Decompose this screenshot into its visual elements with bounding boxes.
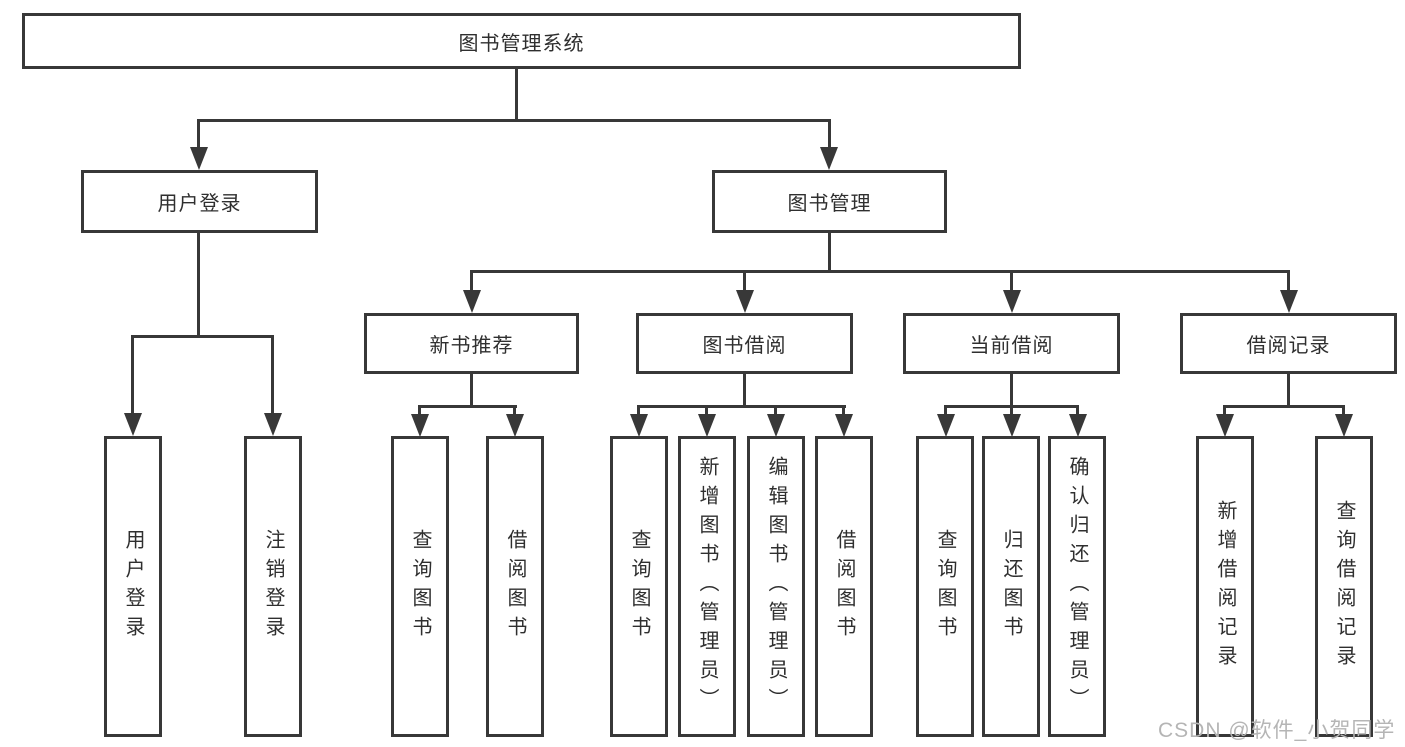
arrow-down-icon [698,414,716,437]
connector-section3-bracket [944,405,1079,408]
node-label: 当前借阅 [969,335,1054,357]
connector-arrow-shaft [828,121,831,148]
leaf-edit-books-admin: 编辑图书（管理员） [747,436,805,737]
leaf-query-books-recommend: 查询图书 [391,436,449,737]
connector-book-stem [828,233,831,272]
connector-arrow-shaft [513,407,516,416]
arrow-down-icon [1003,290,1021,313]
connector-arrow-shaft [1010,272,1013,292]
leaf-label: 查询图书 [409,528,431,645]
csdn-watermark: CSDN @软件_小贺同学 [1158,719,1396,742]
connector-arrow-shaft [705,407,708,416]
arrow-down-icon [820,147,838,170]
connector-arrow-shaft [1223,407,1226,416]
connector-arrow-shaft [944,407,947,416]
connector-root-stem [515,69,518,119]
connector-arrow-shaft [418,407,421,416]
node-library-management-system: 图书管理系统 [22,13,1021,69]
connector-book-bracket [470,270,1290,273]
node-label: 图书管理 [787,193,872,215]
node-label: 图书借阅 [702,335,787,357]
connector-arrow-shaft [197,121,200,148]
node-label: 用户登录 [157,193,242,215]
arrow-down-icon [264,413,282,436]
connector-arrow-shaft [1342,407,1345,416]
connector-section1-bracket [418,405,517,408]
node-label: 借阅记录 [1246,335,1331,357]
connector-section2-stem [743,374,746,407]
arrow-down-icon [190,147,208,170]
node-book-management-branch: 图书管理 [712,170,947,233]
connector-arrow-shaft [271,337,274,414]
leaf-label: 查询借阅记录 [1333,499,1355,674]
leaf-logout: 注销登录 [244,436,302,737]
node-new-book-recommend: 新书推荐 [364,313,579,374]
leaf-label: 查询图书 [934,528,956,645]
leaf-user-login: 用户登录 [104,436,162,737]
leaf-label: 用户登录 [122,528,144,645]
connector-section3-stem [1010,374,1013,407]
leaf-label: 新增图书（管理员） [696,456,718,717]
arrow-down-icon [463,290,481,313]
arrow-down-icon [1335,414,1353,437]
arrow-down-icon [411,414,429,437]
node-label: 图书管理系统 [458,32,585,55]
arrow-down-icon [835,414,853,437]
connector-section4-stem [1287,374,1290,407]
node-current-borrowing: 当前借阅 [903,313,1120,374]
arrow-down-icon [736,290,754,313]
leaf-query-books-borrowing: 查询图书 [610,436,668,737]
connector-section4-bracket [1223,405,1345,408]
leaf-label: 确认归还（管理员） [1066,456,1088,717]
leaf-confirm-return-admin: 确认归还（管理员） [1048,436,1106,737]
connector-arrow-shaft [1076,407,1079,416]
connector-arrow-shaft [774,407,777,416]
leaf-label: 新增借阅记录 [1214,499,1236,674]
leaf-label: 归还图书 [1000,528,1022,645]
connector-arrow-shaft [1010,407,1013,416]
arrow-down-icon [767,414,785,437]
connector-section2-bracket [637,405,846,408]
arrow-down-icon [630,414,648,437]
leaf-return-books: 归还图书 [982,436,1040,737]
arrow-down-icon [1069,414,1087,437]
leaf-add-books-admin: 新增图书（管理员） [678,436,736,737]
node-user-login-branch: 用户登录 [81,170,318,233]
connector-arrow-shaft [470,272,473,292]
connector-root-bracket [197,119,831,122]
leaf-add-borrow-record: 新增借阅记录 [1196,436,1254,737]
arrow-down-icon [1216,414,1234,437]
leaf-label: 查询图书 [628,528,650,645]
connector-arrow-shaft [637,407,640,416]
connector-arrow-shaft [131,337,134,414]
leaf-label: 编辑图书（管理员） [765,456,787,717]
arrow-down-icon [937,414,955,437]
leaf-query-borrow-record: 查询借阅记录 [1315,436,1373,737]
arrow-down-icon [1280,290,1298,313]
leaf-label: 借阅图书 [504,528,526,645]
connector-section1-stem [470,374,473,407]
node-book-borrowing: 图书借阅 [636,313,853,374]
node-label: 新书推荐 [429,335,514,357]
leaf-label: 借阅图书 [833,528,855,645]
node-borrowing-records: 借阅记录 [1180,313,1397,374]
leaf-borrow-books-borrowing: 借阅图书 [815,436,873,737]
connector-arrow-shaft [743,272,746,292]
arrow-down-icon [1003,414,1021,437]
connector-arrow-shaft [1287,272,1290,292]
connector-user-stem [197,233,200,337]
arrow-down-icon [506,414,524,437]
leaf-label: 注销登录 [262,528,284,645]
connector-arrow-shaft [842,407,845,416]
leaf-borrow-books-recommend: 借阅图书 [486,436,544,737]
leaf-query-books-current: 查询图书 [916,436,974,737]
arrow-down-icon [124,413,142,436]
connector-user-bracket [131,335,274,338]
